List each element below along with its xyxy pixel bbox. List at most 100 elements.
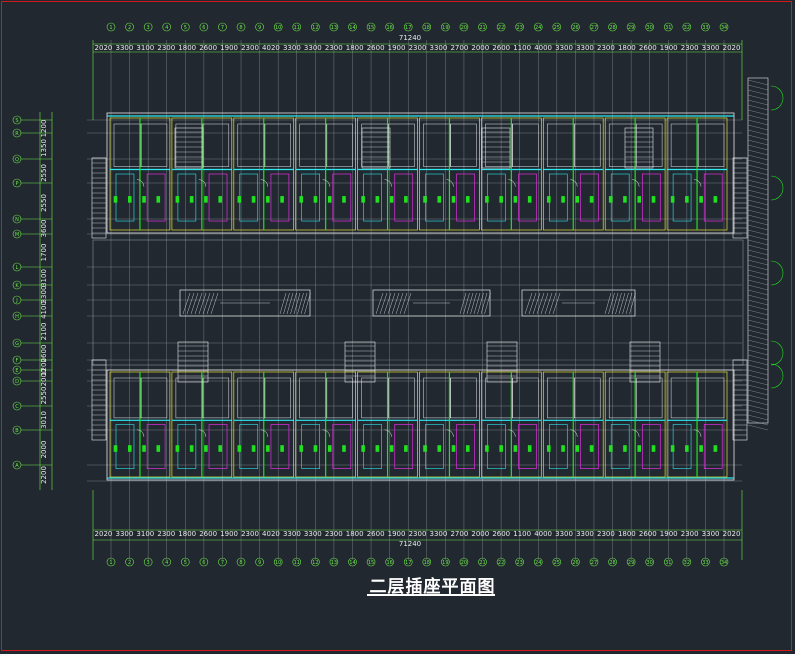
kitchen	[518, 424, 537, 469]
dim-top-label: 3300	[702, 44, 720, 52]
atrium-opening	[372, 289, 491, 317]
dim-top-label: 1900	[220, 44, 238, 52]
axis-number-bottom: 13	[331, 560, 337, 566]
kitchen	[332, 173, 352, 222]
dim-left-label: 2600	[40, 345, 48, 363]
outlet	[608, 445, 613, 452]
dim-left-label: 1200	[40, 120, 48, 138]
hatch	[198, 292, 207, 315]
outlet	[561, 196, 565, 203]
axis-number-top: 6	[202, 25, 205, 31]
axis-bubble-top	[478, 22, 487, 32]
hatch	[747, 284, 769, 291]
kitchen	[641, 424, 661, 469]
outlet	[499, 196, 503, 203]
outlet	[699, 445, 703, 452]
dim-bottom-label: 1900	[388, 530, 406, 538]
arc-door	[770, 340, 784, 366]
kitchen	[208, 173, 228, 222]
axis-number-bottom: 25	[554, 560, 560, 566]
axis-number-bottom: 32	[684, 560, 690, 566]
outlet	[204, 445, 208, 452]
outlet	[451, 196, 456, 203]
dim-left-label: 4100	[40, 301, 48, 319]
axis-number-top: 4	[165, 25, 168, 31]
outlet	[670, 445, 675, 452]
outlet	[527, 196, 532, 203]
axis-letter-left: K	[15, 283, 19, 289]
axis-bubble-top	[292, 22, 302, 32]
outlet	[251, 445, 256, 452]
dim-bottom-label: 2020	[95, 530, 113, 538]
outlet	[575, 445, 580, 452]
hatch	[395, 292, 404, 315]
dim-bottom-label: 1900	[660, 530, 678, 538]
outlet	[389, 445, 394, 452]
hatch	[747, 254, 769, 261]
atrium-opening	[521, 289, 636, 317]
axis-bubble-bottom	[403, 557, 413, 567]
hatch	[544, 292, 553, 315]
outlet	[327, 196, 332, 203]
hatch	[615, 292, 622, 315]
axis-bubble-top	[106, 22, 116, 32]
room	[574, 123, 601, 167]
stair-core	[177, 341, 209, 383]
atrium-opening	[179, 289, 311, 317]
room	[485, 123, 513, 167]
hatch	[484, 292, 491, 315]
axis-number-top: 21	[479, 25, 485, 31]
door-swing	[446, 179, 454, 187]
axis-number-bottom: 8	[239, 560, 242, 566]
axis-number-bottom: 34	[721, 560, 727, 566]
outlet	[189, 196, 194, 203]
outlet	[404, 196, 408, 203]
hatch	[747, 349, 769, 356]
axis-number-bottom: 33	[702, 560, 708, 566]
axis-bubble-bottom	[701, 557, 710, 567]
hatch	[747, 369, 769, 376]
hatch	[466, 292, 474, 315]
hatch	[747, 144, 769, 151]
outlet	[375, 445, 380, 452]
door-swing	[446, 429, 454, 437]
axis-number-top: 12	[312, 25, 318, 31]
dim-top-label: 2300	[241, 44, 259, 52]
hatch	[747, 319, 769, 326]
door-swing	[508, 179, 516, 187]
hatch	[629, 292, 636, 315]
axis-bubble-top	[422, 22, 432, 32]
hatch	[747, 229, 769, 236]
door-swing	[136, 179, 145, 187]
axis-number-bottom: 14	[349, 560, 355, 566]
axis-bubble-top	[385, 22, 394, 32]
axis-bubble-bottom	[719, 557, 729, 567]
kitchen	[394, 424, 414, 469]
axis-bubble-bottom	[311, 557, 320, 567]
hatch	[399, 292, 408, 315]
room	[361, 377, 389, 419]
axis-number-top: 18	[424, 25, 430, 31]
hatch	[747, 344, 769, 351]
axis-number-top: 15	[368, 25, 374, 31]
hatch	[297, 292, 304, 315]
axis-number-bottom: 7	[221, 560, 224, 566]
outlet	[546, 196, 551, 203]
axis-bubble-top	[701, 22, 710, 32]
axis-bubble-bottom	[162, 557, 172, 567]
kitchen	[208, 424, 228, 469]
axis-number-top: 9	[258, 25, 261, 31]
hatch	[283, 292, 290, 315]
hatch	[747, 329, 769, 336]
axis-bubble-bottom	[515, 557, 524, 567]
outlet	[237, 445, 242, 452]
axis-number-top: 5	[184, 25, 187, 31]
outlet	[623, 445, 627, 452]
hatch	[747, 79, 769, 86]
hatch	[747, 259, 769, 266]
room	[113, 377, 142, 419]
hatch	[480, 292, 488, 315]
door-swing	[198, 179, 207, 187]
axis-number-top: 7	[221, 25, 224, 31]
axis-number-bottom: 20	[461, 560, 467, 566]
